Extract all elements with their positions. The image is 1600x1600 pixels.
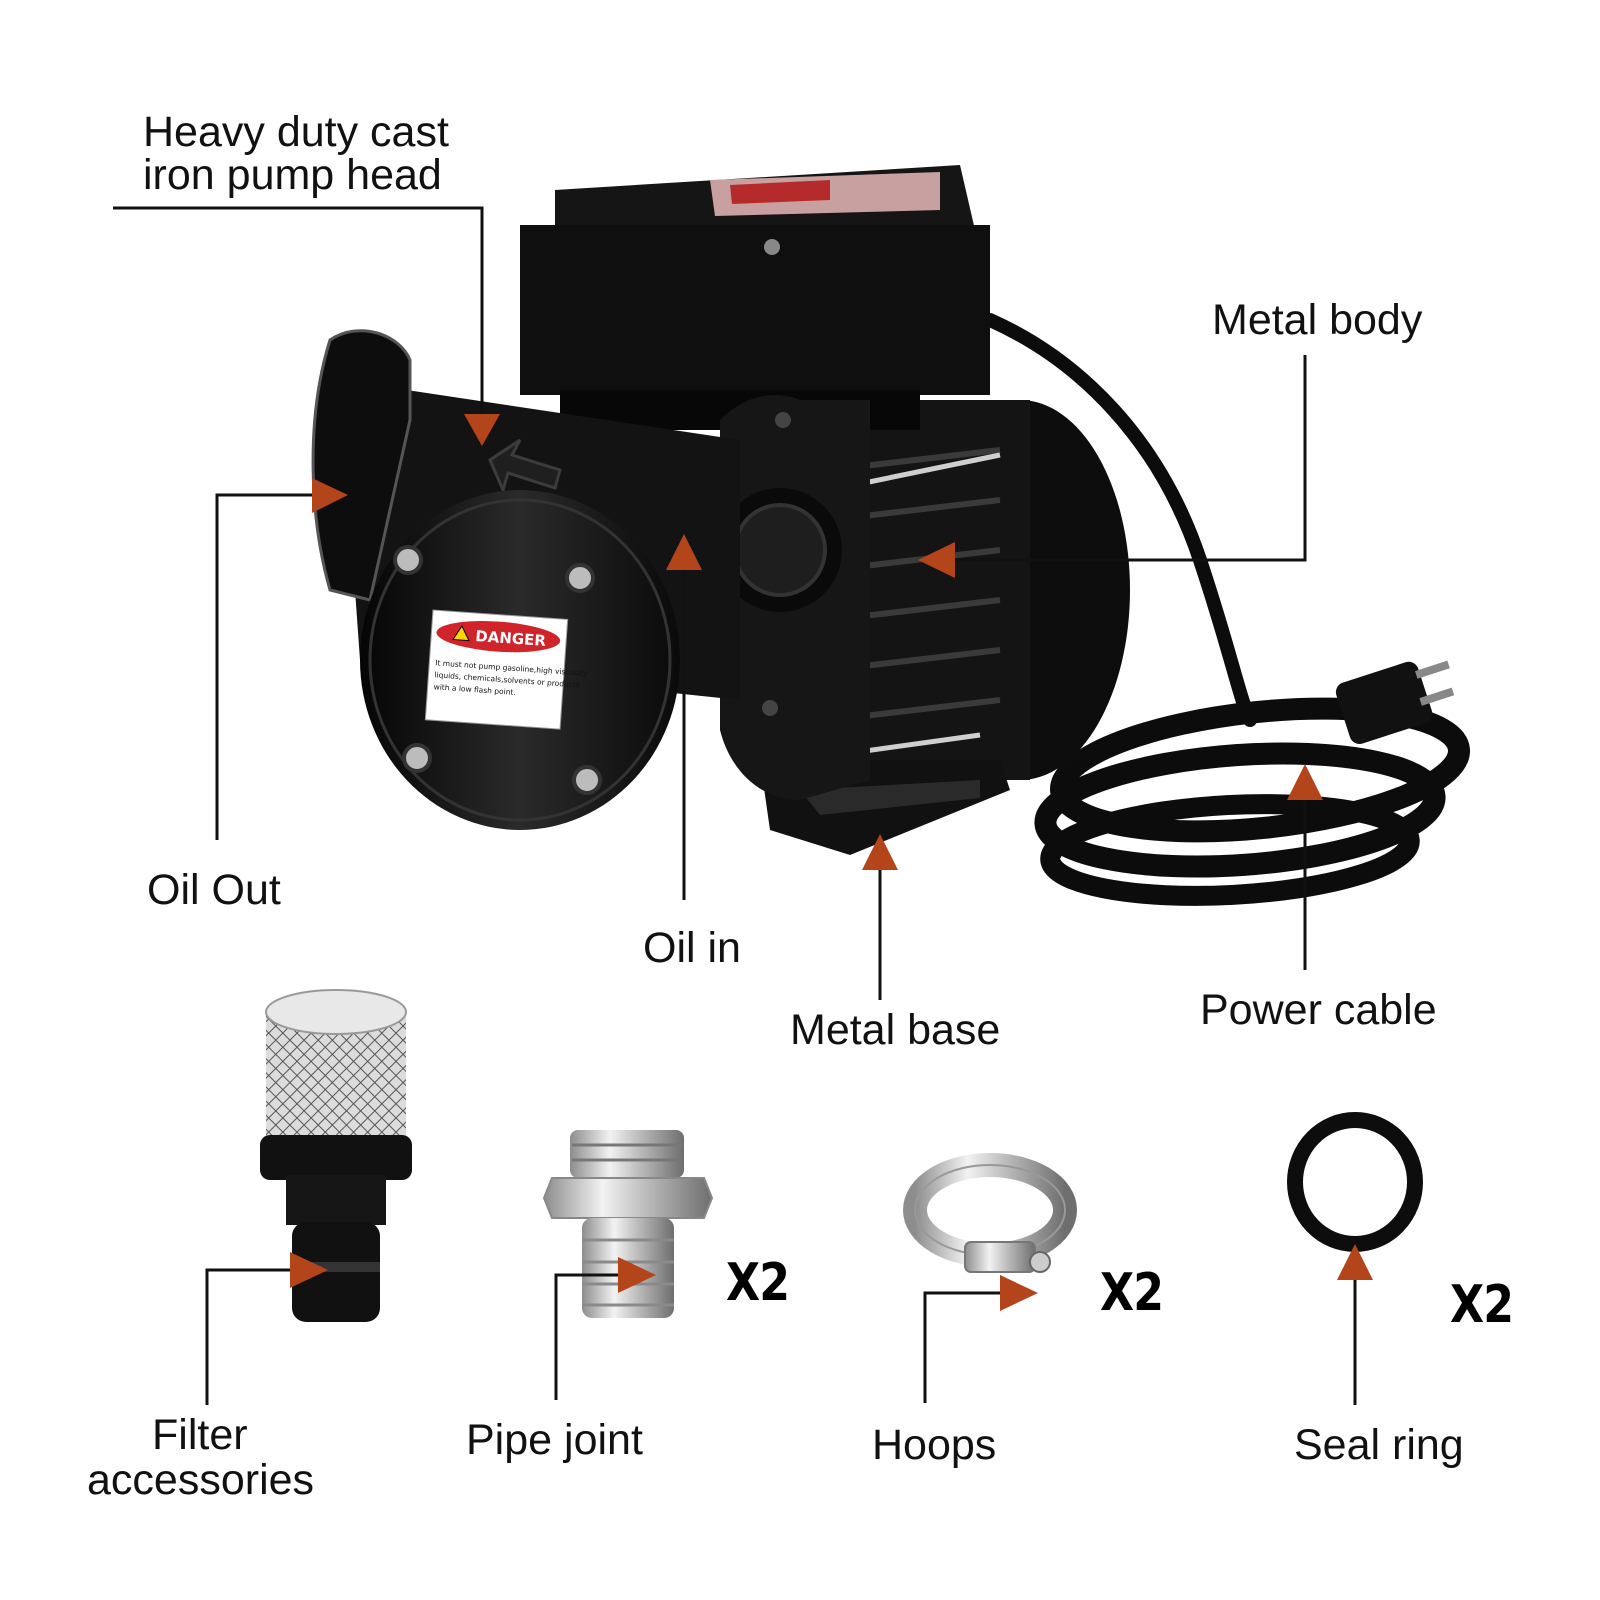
arrow-right-icon — [290, 1252, 328, 1288]
pipe-joint-graphic — [542, 1130, 714, 1318]
warning-triangle-icon — [452, 625, 470, 642]
label-power-cable: Power cable — [1200, 986, 1437, 1034]
label-pipe-joint: Pipe joint — [466, 1416, 643, 1464]
callout-arrows — [290, 414, 1373, 1311]
plug-graphic — [1335, 660, 1455, 744]
seal-ring-graphic — [1287, 1112, 1423, 1252]
label-pump-head-line1: Heavy duty cast — [143, 108, 449, 156]
arrow-up-icon — [1287, 764, 1323, 800]
arrow-up-icon — [666, 534, 702, 570]
callout-line-pipe-joint — [554, 1273, 620, 1400]
arrow-up-icon — [862, 834, 898, 870]
quantity-hoops: X2 — [1100, 1263, 1164, 1323]
callout-line-oil-out — [215, 493, 315, 840]
label-seal-ring: Seal ring — [1294, 1421, 1464, 1469]
arrow-right-icon — [312, 478, 348, 513]
label-filter-line2: accessories — [87, 1456, 315, 1504]
callout-line-metal-body — [935, 355, 1307, 562]
arrow-down-icon — [464, 414, 500, 446]
danger-warning-label: DANGER It must not pump gasoline,high vi… — [424, 609, 588, 730]
arrow-left-icon — [918, 542, 955, 578]
danger-title: DANGER — [475, 627, 547, 650]
power-cable-graphic — [983, 313, 1470, 906]
label-filter-line1: Filter — [152, 1411, 248, 1459]
hoop-clamp-graphic — [903, 1153, 1077, 1273]
quantity-pipe-joint: X2 — [726, 1253, 790, 1313]
filter-graphic — [260, 989, 412, 1322]
callout-lines — [113, 206, 1357, 1405]
junction-box-graphic — [520, 165, 990, 430]
label-pump-head-line2: iron pump head — [143, 151, 442, 199]
label-oil-in: Oil in — [643, 924, 741, 972]
inlet-flange-graphic — [718, 395, 870, 800]
label-oil-out: Oil Out — [147, 866, 281, 914]
callout-line-filter — [205, 1268, 292, 1405]
callout-line-hoops — [923, 1291, 1000, 1403]
label-hoops: Hoops — [872, 1421, 997, 1469]
arrow-up-icon — [1337, 1244, 1373, 1280]
callout-line-pump-head — [113, 206, 484, 412]
pump-illustration: DANGER It must not pump gasoline,high vi… — [311, 165, 1470, 906]
arrow-right-icon — [1000, 1275, 1038, 1311]
arrow-right-icon — [618, 1257, 656, 1293]
label-metal-base: Metal base — [790, 1006, 1001, 1054]
label-metal-body: Metal body — [1212, 296, 1423, 344]
quantity-seal-ring: X2 — [1450, 1275, 1514, 1335]
